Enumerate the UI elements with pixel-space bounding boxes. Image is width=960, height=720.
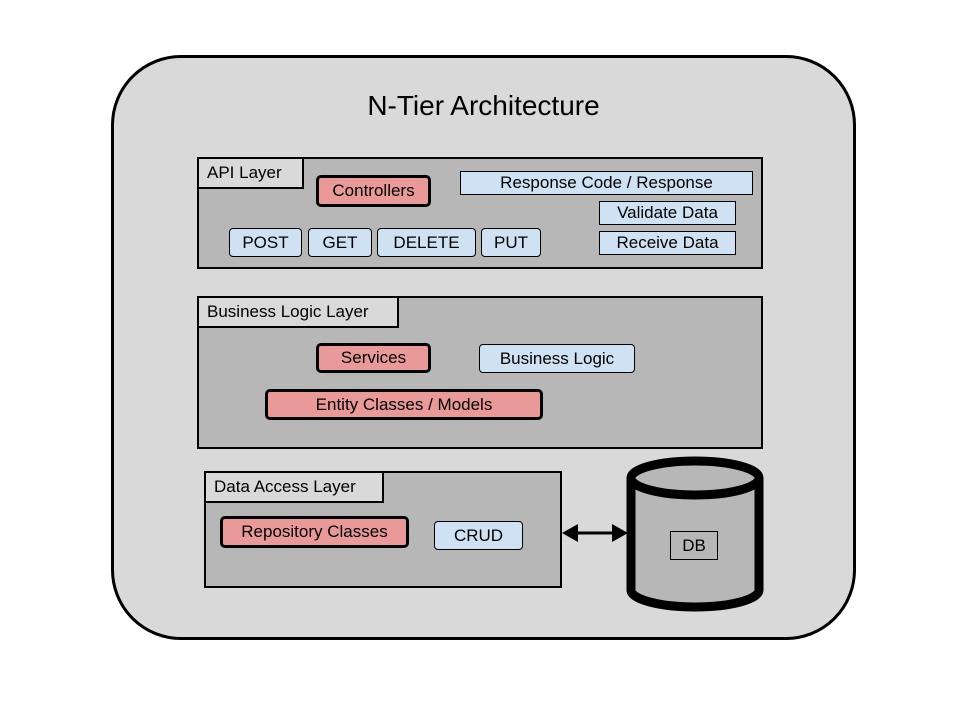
receive-data-box: Receive Data (599, 231, 736, 255)
entity-classes-box: Entity Classes / Models (265, 389, 543, 420)
controllers-box: Controllers (316, 175, 431, 207)
crud-box: CRUD (434, 521, 523, 550)
get-method-box: GET (308, 228, 372, 257)
validate-data-box: Validate Data (599, 201, 736, 225)
services-box: Services (316, 343, 431, 373)
put-method-box: PUT (481, 228, 541, 257)
response-code-box: Response Code / Response (460, 171, 753, 195)
diagram-title: N-Tier Architecture (367, 90, 600, 121)
db-label: DB (670, 531, 718, 560)
api-layer-label: API Layer (199, 159, 304, 189)
business-logic-layer: Business Logic Layer (197, 296, 763, 449)
business-logic-box: Business Logic (479, 344, 635, 373)
post-method-box: POST (229, 228, 302, 257)
delete-method-box: DELETE (377, 228, 476, 257)
bidirectional-arrow-icon (562, 524, 628, 542)
business-layer-label: Business Logic Layer (199, 298, 399, 328)
repository-classes-box: Repository Classes (220, 516, 409, 548)
data-layer-label: Data Access Layer (206, 473, 384, 503)
